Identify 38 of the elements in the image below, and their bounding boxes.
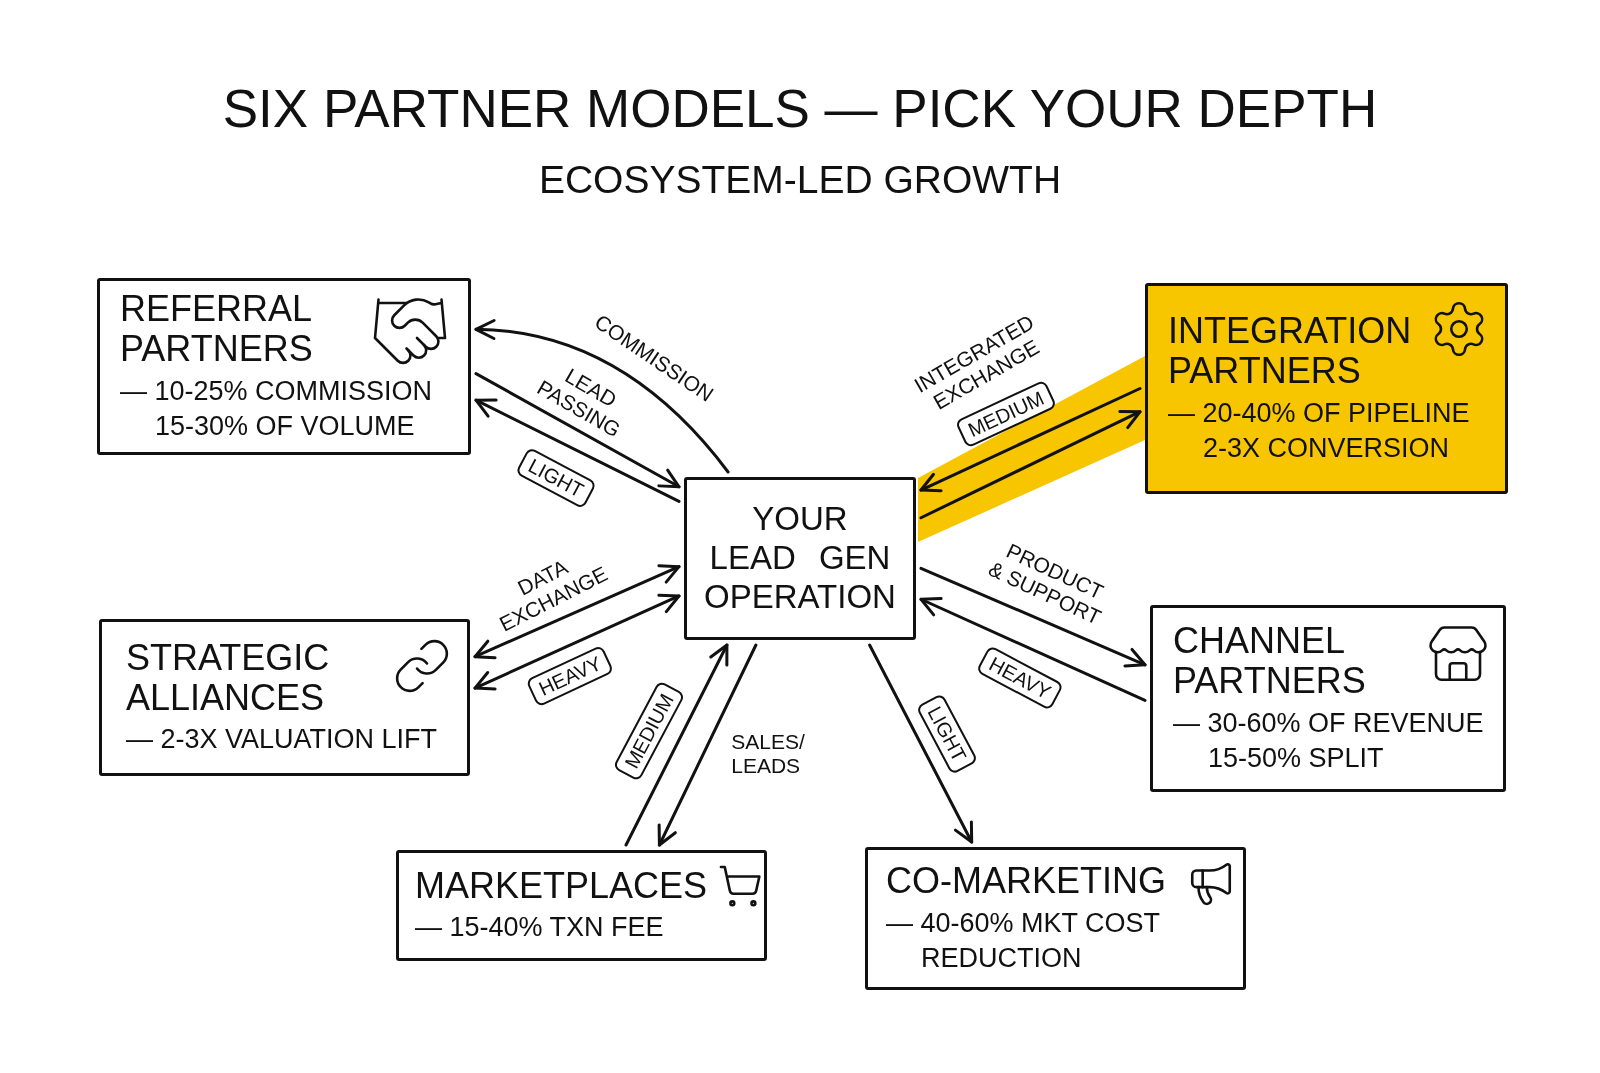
double-headed-arrow: [473, 593, 681, 691]
edge-label: SALES/ LEADS: [731, 730, 805, 778]
partner-card: [865, 847, 1246, 990]
title: SIX PARTNER MODELS — PICK YOUR DEPTH: [222, 82, 1378, 135]
arrow: [624, 643, 729, 847]
arrow: [919, 387, 1142, 493]
card-detail: — 20-40% OF PIPELINE: [1168, 397, 1470, 428]
hub-box: [684, 477, 916, 640]
card-heading: MARKETPLACES: [415, 864, 708, 906]
card-heading: STRATEGIC ALLIANCES: [126, 636, 330, 718]
arrow: [919, 566, 1147, 668]
double-headed-arrow: [473, 564, 681, 660]
arrow: [919, 409, 1142, 520]
curved-arrow: [474, 319, 730, 474]
partner-card: [1150, 605, 1506, 792]
card-heading: CHANNEL PARTNERS: [1173, 620, 1366, 702]
arrow: [474, 398, 681, 503]
card-detail: — 40-60% MKT COST REDUCTION: [886, 907, 1160, 973]
partner-card: [396, 850, 767, 961]
arrow: [919, 596, 1147, 702]
arrow: [474, 372, 681, 489]
card-heading: INTEGRATION PARTNERS: [1168, 310, 1412, 392]
partner-card: [99, 619, 470, 776]
card-detail: — 15-40% TXN FEE: [415, 912, 664, 943]
subtitle: ECOSYSTEM-LED GROWTH: [538, 160, 1062, 199]
hub-label: YOUR LEAD GEN OPERATION: [704, 500, 896, 615]
card-heading: CO-MARKETING: [886, 860, 1166, 902]
card-heading: REFERRAL PARTNERS: [120, 288, 313, 370]
arrow: [657, 643, 758, 847]
highlighted-partner-card: [1145, 283, 1508, 494]
card-detail: 15-50% SPLIT: [1208, 742, 1384, 773]
card-detail: 15-30% OF VOLUME: [155, 410, 415, 441]
partner-card: [97, 278, 471, 455]
card-detail: 2-3X CONVERSION: [1203, 432, 1450, 463]
arrow: [868, 643, 974, 844]
card-detail: — 10-25% COMMISSION: [120, 375, 433, 406]
card-detail: — 30-60% OF REVENUE: [1173, 707, 1484, 738]
card-detail: — 2-3X VALUATION LIFT: [126, 724, 438, 755]
